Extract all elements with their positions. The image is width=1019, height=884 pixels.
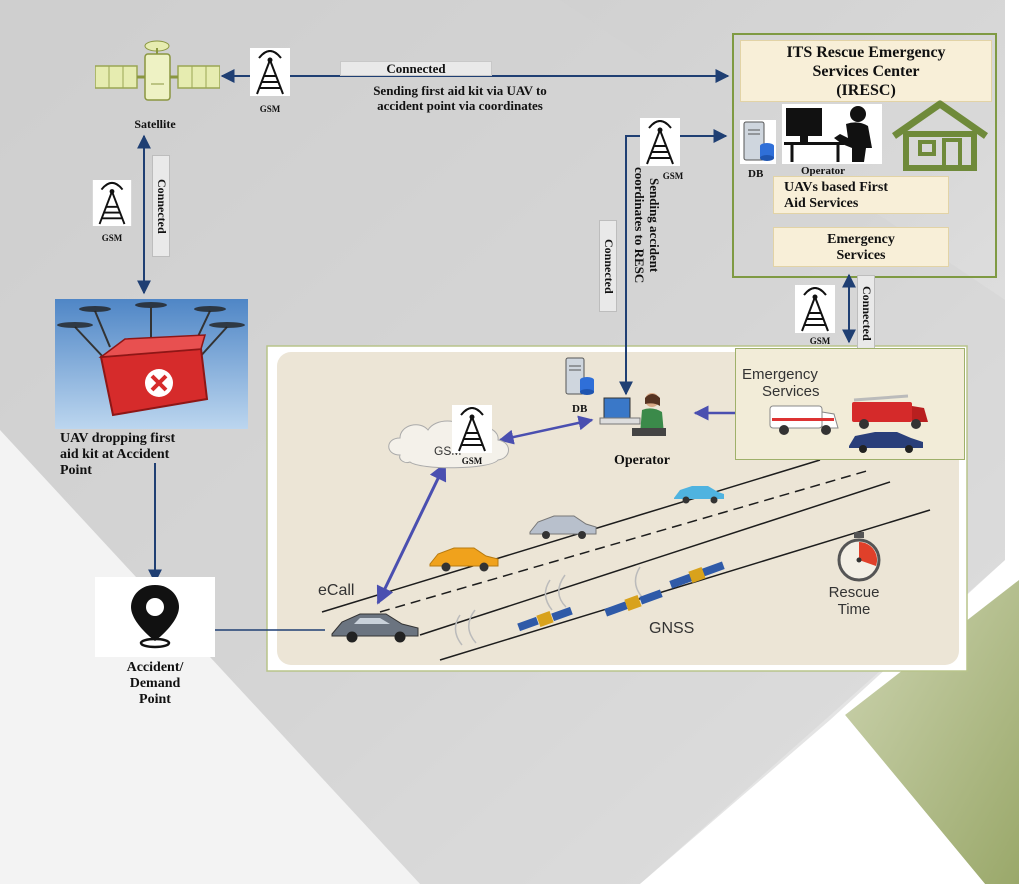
accident-caption: Accident/ Demand Point [95, 660, 215, 708]
stopwatch-icon [837, 532, 881, 582]
database-icon [740, 120, 776, 164]
gsm-label-right: GSM [809, 336, 831, 346]
uav-services-line2: Aid Services [784, 196, 859, 211]
database-icon [565, 357, 594, 395]
gsm-label-left: GSM [101, 233, 123, 243]
top-message: Sending first aid kit via UAV to acciden… [300, 83, 620, 113]
uav-services-box: UAVs based First Aid Services [773, 176, 949, 214]
car-icon [529, 515, 597, 539]
gsm-tower-icon [795, 285, 835, 333]
center-message-line1: Sending accident [647, 177, 662, 273]
iresc-title-line3: (IRESC) [836, 82, 896, 99]
rescue-line1: Rescue [828, 584, 880, 601]
house-icon [892, 100, 988, 171]
car-icon [429, 547, 499, 572]
rescue-time-label: Rescue Time [814, 584, 894, 618]
location-pin-icon [95, 577, 215, 657]
iresc-title-line1: ITS Rescue Emergency [786, 44, 946, 61]
gsm-label-center: GSM [662, 171, 684, 181]
gnss-satellites [454, 561, 725, 646]
ambulance-icon [769, 405, 839, 435]
white-corner [640, 715, 985, 884]
green-corner [845, 580, 1019, 884]
scene-emergency-label: Emergency Services [742, 366, 820, 400]
scene-emergency-line2: Services [762, 383, 820, 400]
police-car-icon [849, 432, 923, 453]
drone-icon [55, 299, 248, 429]
satellite-icon [95, 40, 220, 101]
iresc-title: ITS Rescue Emergency Services Center (IR… [740, 40, 992, 102]
uav-caption-line1: UAV dropping first [60, 431, 176, 446]
center-message-line2: coordinates to RESC [632, 166, 647, 284]
top-message-line2: accident point via coordinates [377, 98, 543, 113]
scene-emergency-panel [735, 348, 965, 460]
scene-emergency-line1: Emergency [742, 366, 818, 383]
car-icon [331, 613, 419, 643]
gsm-tower-icon [250, 48, 290, 96]
accident-line3: Point [139, 692, 171, 707]
fire-truck-icon [852, 394, 928, 429]
scene-operator-label: Operator [614, 453, 670, 468]
left-connected-label: Connected [152, 155, 170, 257]
scene-db-label: DB [572, 403, 588, 415]
accident-line1: Accident/ [126, 660, 184, 675]
satellite-label: Satellite [134, 117, 176, 131]
center-connection-arrow [619, 129, 728, 396]
iresc-title-line2: Services Center [812, 63, 920, 80]
iresc-operator-label: Operator [801, 165, 845, 177]
gsm-tower-icon [640, 118, 680, 166]
car-icon [674, 486, 724, 504]
gsm-to-operator-arrow [498, 415, 594, 445]
iresc-emergency-box: Emergency Services [773, 227, 949, 267]
top-connected-label: Connected [340, 61, 492, 76]
gsm-label-top: GSM [259, 104, 281, 114]
ecall-label: eCall [318, 582, 355, 599]
scene-gsm-label: GSM [461, 456, 483, 466]
gnss-label: GNSS [649, 620, 695, 637]
road [321, 459, 931, 661]
center-connected-label: Connected [599, 220, 617, 312]
background-light-wedge [0, 430, 420, 884]
satellite-small-icon [517, 606, 573, 632]
gsm-tower-icon [92, 180, 132, 226]
uav-caption-line3: Point [60, 463, 92, 478]
operator-icon [599, 393, 666, 436]
top-message-line1: Sending first aid kit via UAV to [373, 83, 547, 98]
iresc-db-label: DB [748, 168, 764, 180]
ecall-arrow [376, 462, 447, 605]
operator-icon [782, 104, 882, 164]
iresc-emergency-line1: Emergency [827, 232, 895, 247]
gsm-tower-icon [452, 405, 492, 453]
uav-caption-line2: aid kit at Accident [60, 447, 170, 462]
rescue-line2: Time [837, 601, 871, 618]
right-connected-label: Connected [857, 275, 875, 351]
uav-caption: UAV dropping first aid kit at Accident P… [60, 431, 250, 479]
uav-services-line1: UAVs based First [784, 180, 888, 195]
accident-line2: Demand [129, 676, 181, 691]
iresc-emergency-line2: Services [836, 248, 886, 263]
